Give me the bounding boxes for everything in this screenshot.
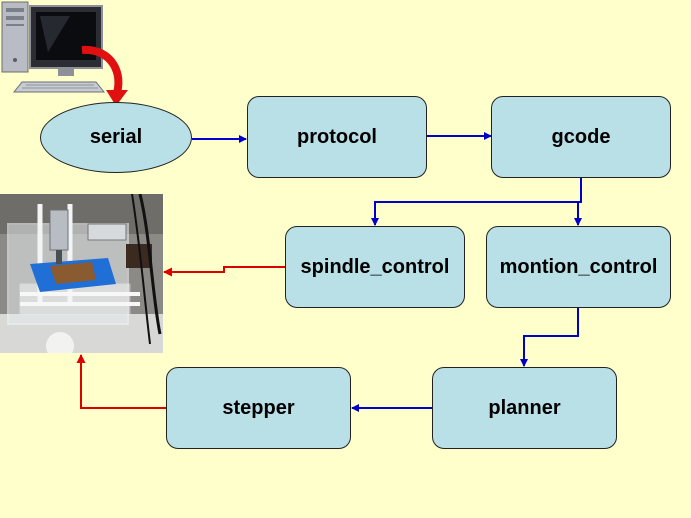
edge-gcode-split — [371, 177, 582, 226]
stepper-node: stepper — [166, 367, 351, 449]
spindle-control-label: spindle_control — [300, 255, 450, 278]
spindle-control-node: spindle_control — [285, 226, 465, 308]
desktop-computer-icon — [1, 1, 128, 105]
gcode-node: gcode — [491, 96, 671, 178]
protocol-node: protocol — [247, 96, 427, 178]
planner-label: planner — [488, 396, 561, 419]
montion-control-label: montion_control — [499, 255, 658, 278]
montion-control-node: montion_control — [486, 226, 671, 308]
gcode-label: gcode — [551, 125, 611, 148]
planner-node: planner — [432, 367, 617, 449]
edge-spindle-machine — [163, 266, 285, 277]
edge-stepper-machine — [76, 354, 166, 409]
stepper-label: stepper — [222, 396, 295, 419]
protocol-label: protocol — [297, 125, 377, 148]
serial-node: serial — [40, 102, 192, 173]
serial-label: serial — [89, 126, 143, 148]
cnc-engraver-photo — [0, 194, 163, 353]
edge-montion-planner — [520, 308, 579, 367]
